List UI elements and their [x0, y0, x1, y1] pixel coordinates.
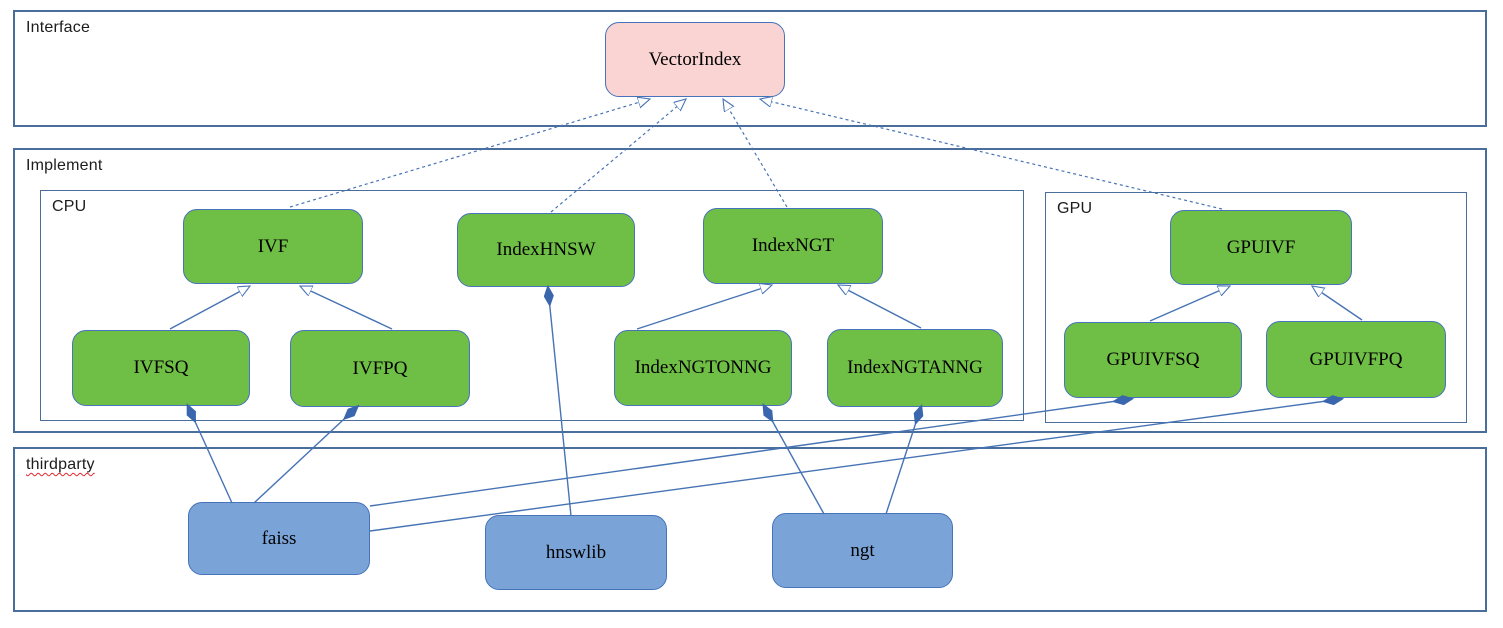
- container-interface-label: Interface: [26, 19, 91, 36]
- node-gpuivfsq: GPUIVFSQ: [1064, 322, 1242, 398]
- node-ngt: ngt: [772, 513, 953, 588]
- node-indexngt: IndexNGT: [703, 208, 883, 284]
- node-ivfsq: IVFSQ: [72, 330, 250, 406]
- node-gpuivf: GPUIVF: [1170, 210, 1352, 285]
- node-hnswlib: hnswlib: [485, 515, 667, 590]
- node-vectorindex: VectorIndex: [605, 22, 785, 97]
- node-ivf: IVF: [183, 209, 363, 284]
- container-cpu-label: CPU: [52, 198, 87, 215]
- node-ivfpq: IVFPQ: [290, 330, 470, 407]
- node-indexngtanng: IndexNGTANNG: [827, 329, 1003, 407]
- container-thirdparty-label: thirdparty: [26, 456, 95, 473]
- node-indexngtonng: IndexNGTONNG: [614, 330, 792, 406]
- node-indexhnsw: IndexHNSW: [457, 213, 635, 287]
- container-gpu-label: GPU: [1057, 200, 1093, 217]
- container-implement-label: Implement: [26, 157, 103, 174]
- node-faiss: faiss: [188, 502, 370, 575]
- node-gpuivfpq: GPUIVFPQ: [1266, 321, 1446, 398]
